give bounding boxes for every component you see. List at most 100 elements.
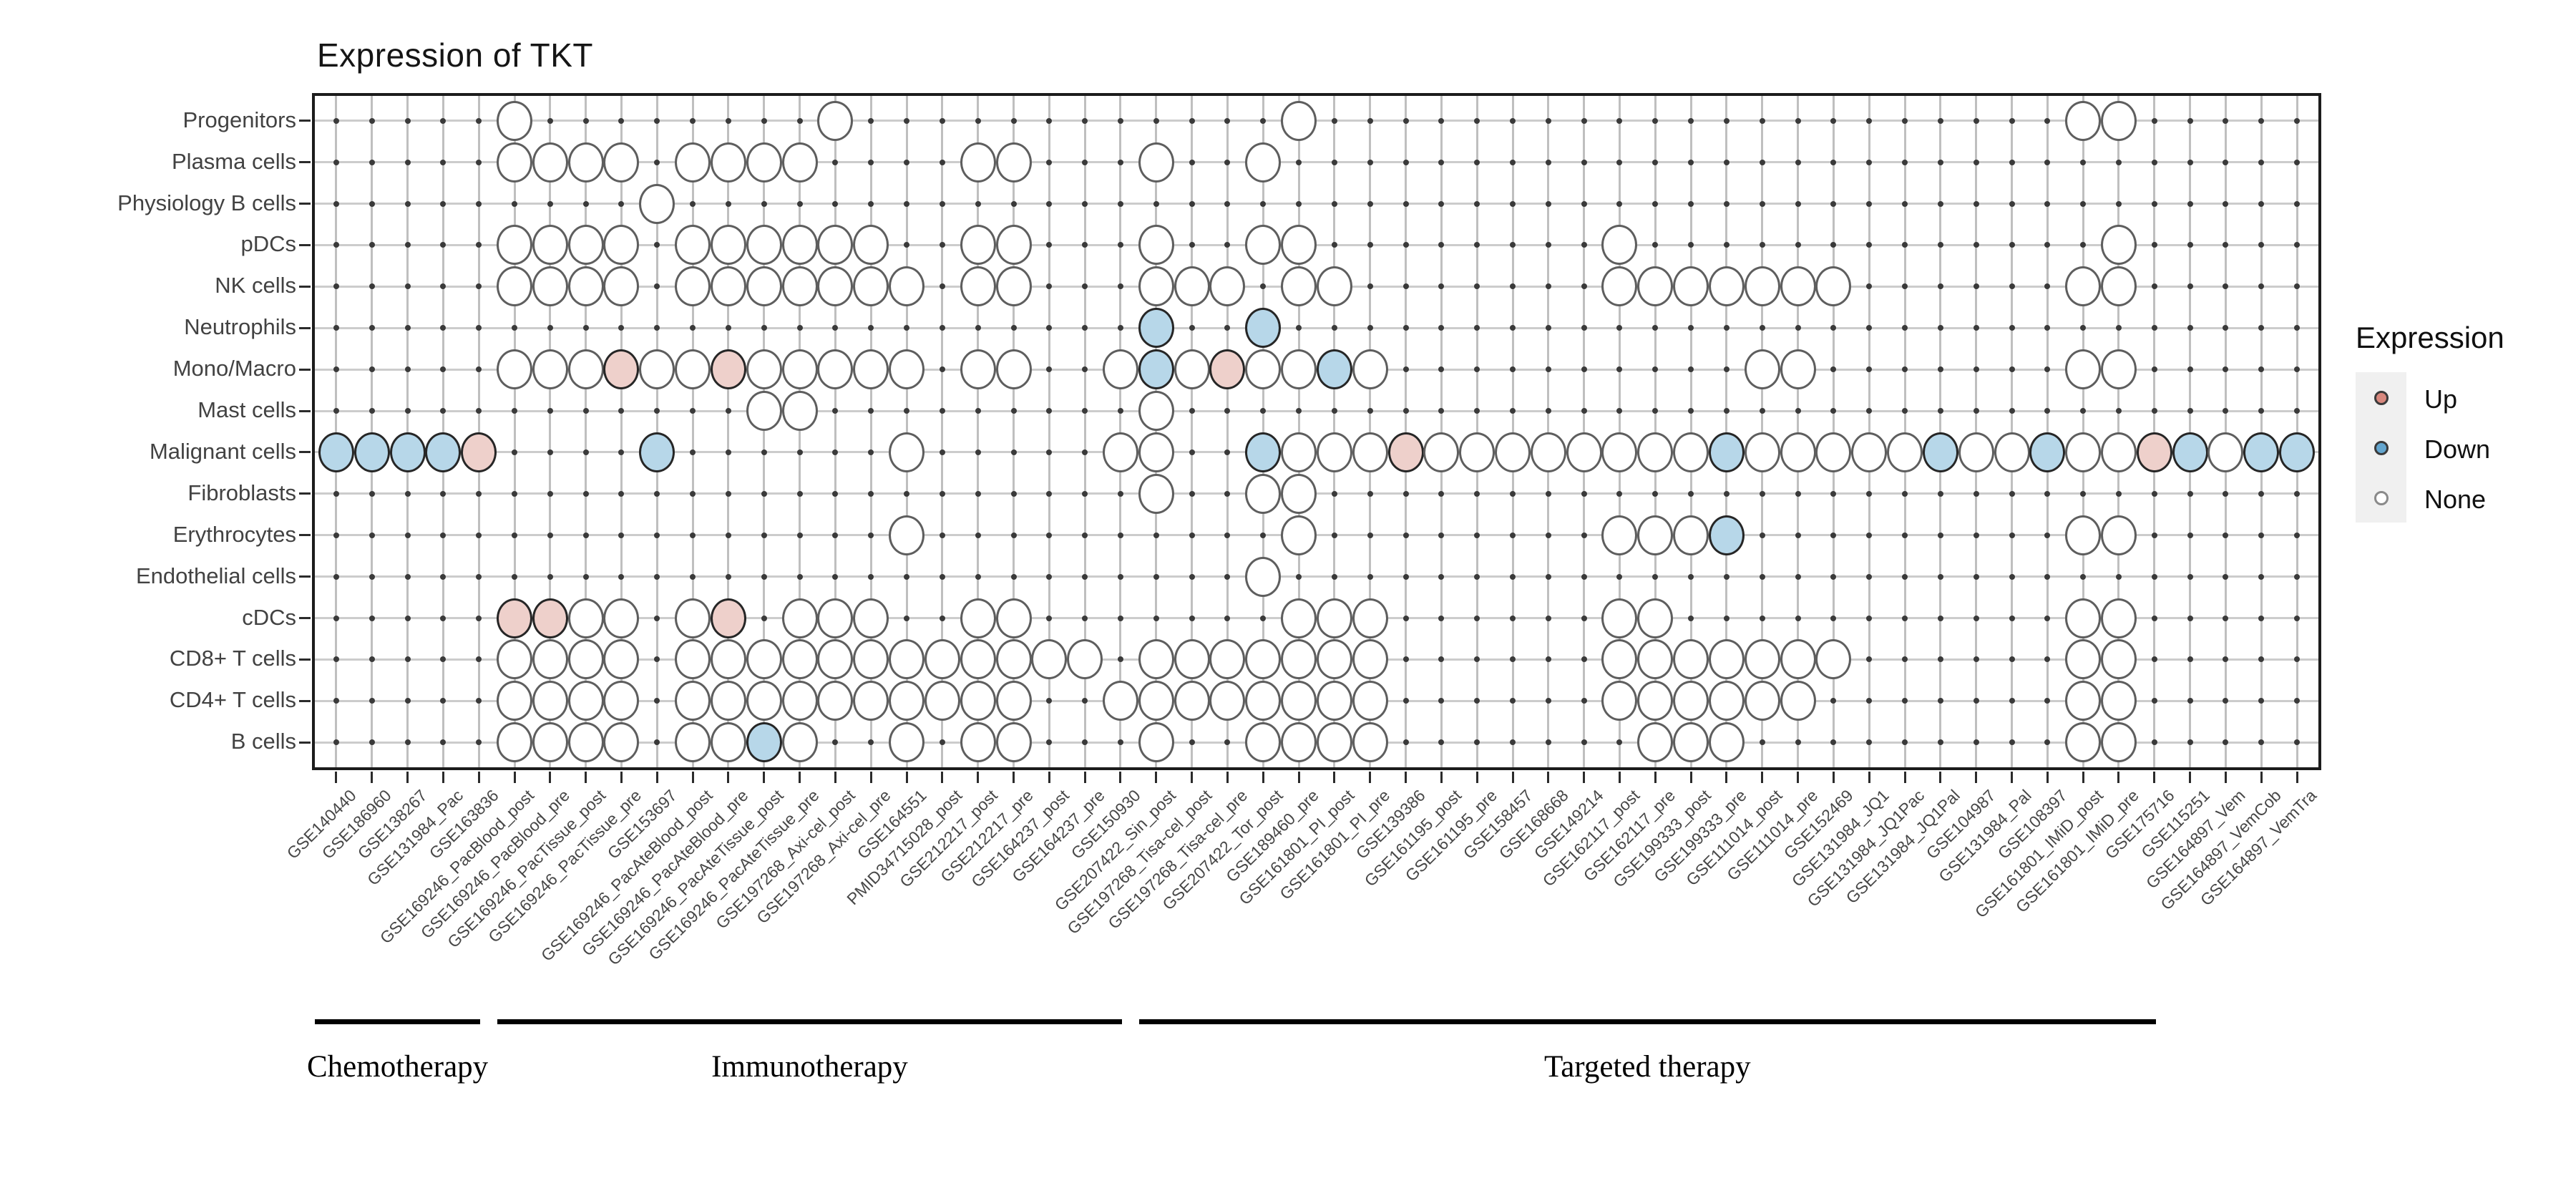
expression-dot-none <box>1281 473 1317 514</box>
expression-dot-none <box>567 225 604 266</box>
grid-point <box>868 532 874 538</box>
expression-dot-none <box>1102 349 1138 390</box>
grid-point <box>2009 408 2015 414</box>
expression-dot-up <box>710 349 746 390</box>
grid-point <box>1937 573 1943 580</box>
grid-point <box>1189 490 1195 497</box>
none-dot-icon <box>2374 491 2389 505</box>
grid-point <box>1331 159 1337 165</box>
grid-point <box>2187 656 2193 663</box>
grid-point <box>904 408 910 414</box>
grid-point <box>1296 573 1302 580</box>
expression-dot-none <box>889 681 925 721</box>
grid-point <box>904 200 910 207</box>
grid-line-vertical <box>905 96 908 767</box>
grid-point <box>2223 200 2229 207</box>
grid-point <box>904 615 910 621</box>
grid-point <box>1581 325 1587 331</box>
expression-dot-none <box>1281 681 1317 721</box>
grid-point <box>1866 573 1873 580</box>
grid-point <box>1331 573 1337 580</box>
grid-point <box>1973 366 1979 373</box>
grid-point <box>1474 325 1480 331</box>
expression-dot-none <box>817 266 854 307</box>
grid-point <box>939 325 945 331</box>
expression-dot-none <box>603 598 640 638</box>
grid-point <box>796 532 803 538</box>
expression-dot-none <box>532 225 568 266</box>
grid-point <box>2294 117 2301 124</box>
x-axis-tick <box>727 772 730 783</box>
grid-point <box>582 532 589 538</box>
expression-dot-none <box>710 266 746 307</box>
expression-dot-none <box>1708 266 1745 307</box>
grid-point <box>2187 200 2193 207</box>
expression-dot-none <box>924 681 960 721</box>
x-axis-tick <box>763 772 766 783</box>
category-label: Immunotherapy <box>711 1050 908 1084</box>
expression-dot-none <box>1245 473 1282 514</box>
grid-point <box>1545 490 1551 497</box>
y-axis-tick <box>299 741 311 744</box>
expression-dot-none <box>817 225 854 266</box>
grid-point <box>1438 490 1445 497</box>
grid-point <box>2009 698 2015 704</box>
grid-point <box>618 200 625 207</box>
grid-point <box>1402 739 1409 746</box>
grid-point <box>582 325 589 331</box>
expression-dot-none <box>2100 598 2137 638</box>
grid-point <box>1402 325 1409 331</box>
expression-dot-none <box>2100 722 2137 763</box>
grid-point <box>1402 408 1409 414</box>
grid-point <box>1189 739 1195 746</box>
legend-label-none: None <box>2424 485 2487 514</box>
expression-dot-none <box>1138 681 1174 721</box>
grid-point <box>2044 117 2051 124</box>
x-axis-tick <box>1013 772 1015 783</box>
grid-point <box>1046 698 1053 704</box>
expression-dot-none <box>1352 681 1388 721</box>
grid-point <box>2009 242 2015 248</box>
expression-dot-none <box>1174 681 1210 721</box>
y-axis-tick <box>299 699 311 702</box>
x-axis-tick <box>1939 772 1942 783</box>
grid-point <box>2294 159 2301 165</box>
x-axis-tick <box>2260 772 2263 783</box>
expression-dot-none <box>781 639 818 680</box>
grid-point <box>1082 200 1088 207</box>
expression-dot-none <box>889 515 925 555</box>
grid-point <box>512 200 517 207</box>
grid-line-vertical <box>1475 96 1478 767</box>
grid-line-vertical <box>1689 96 1692 767</box>
grid-point <box>1688 117 1694 124</box>
x-axis-tick <box>1405 772 1407 783</box>
grid-point <box>1367 490 1373 497</box>
grid-point <box>333 159 339 165</box>
grid-point <box>690 532 696 538</box>
grid-point <box>939 615 945 621</box>
grid-point <box>2080 490 2087 497</box>
grid-line-vertical <box>1511 96 1514 767</box>
grid-point <box>1402 159 1409 165</box>
expression-dot-none <box>1352 722 1388 763</box>
grid-point <box>2258 117 2265 124</box>
expression-dot-none <box>567 598 604 638</box>
grid-point <box>1438 532 1445 538</box>
grid-point <box>1082 698 1088 704</box>
x-axis-tick <box>869 772 872 783</box>
x-axis-tick <box>2189 772 2192 783</box>
grid-point <box>547 532 553 538</box>
grid-point <box>1652 242 1659 248</box>
grid-line-vertical <box>1797 96 1800 767</box>
grid-point <box>2294 366 2301 373</box>
grid-point <box>2044 325 2051 331</box>
grid-point <box>975 117 981 124</box>
expression-dot-none <box>1673 639 1709 680</box>
expression-dot-none <box>710 142 746 183</box>
expression-dot-none <box>1815 639 1852 680</box>
expression-dot-none <box>853 681 889 721</box>
grid-point <box>1759 159 1765 165</box>
grid-line-vertical <box>441 96 444 767</box>
grid-point <box>1973 739 1979 746</box>
grid-point <box>476 615 482 621</box>
